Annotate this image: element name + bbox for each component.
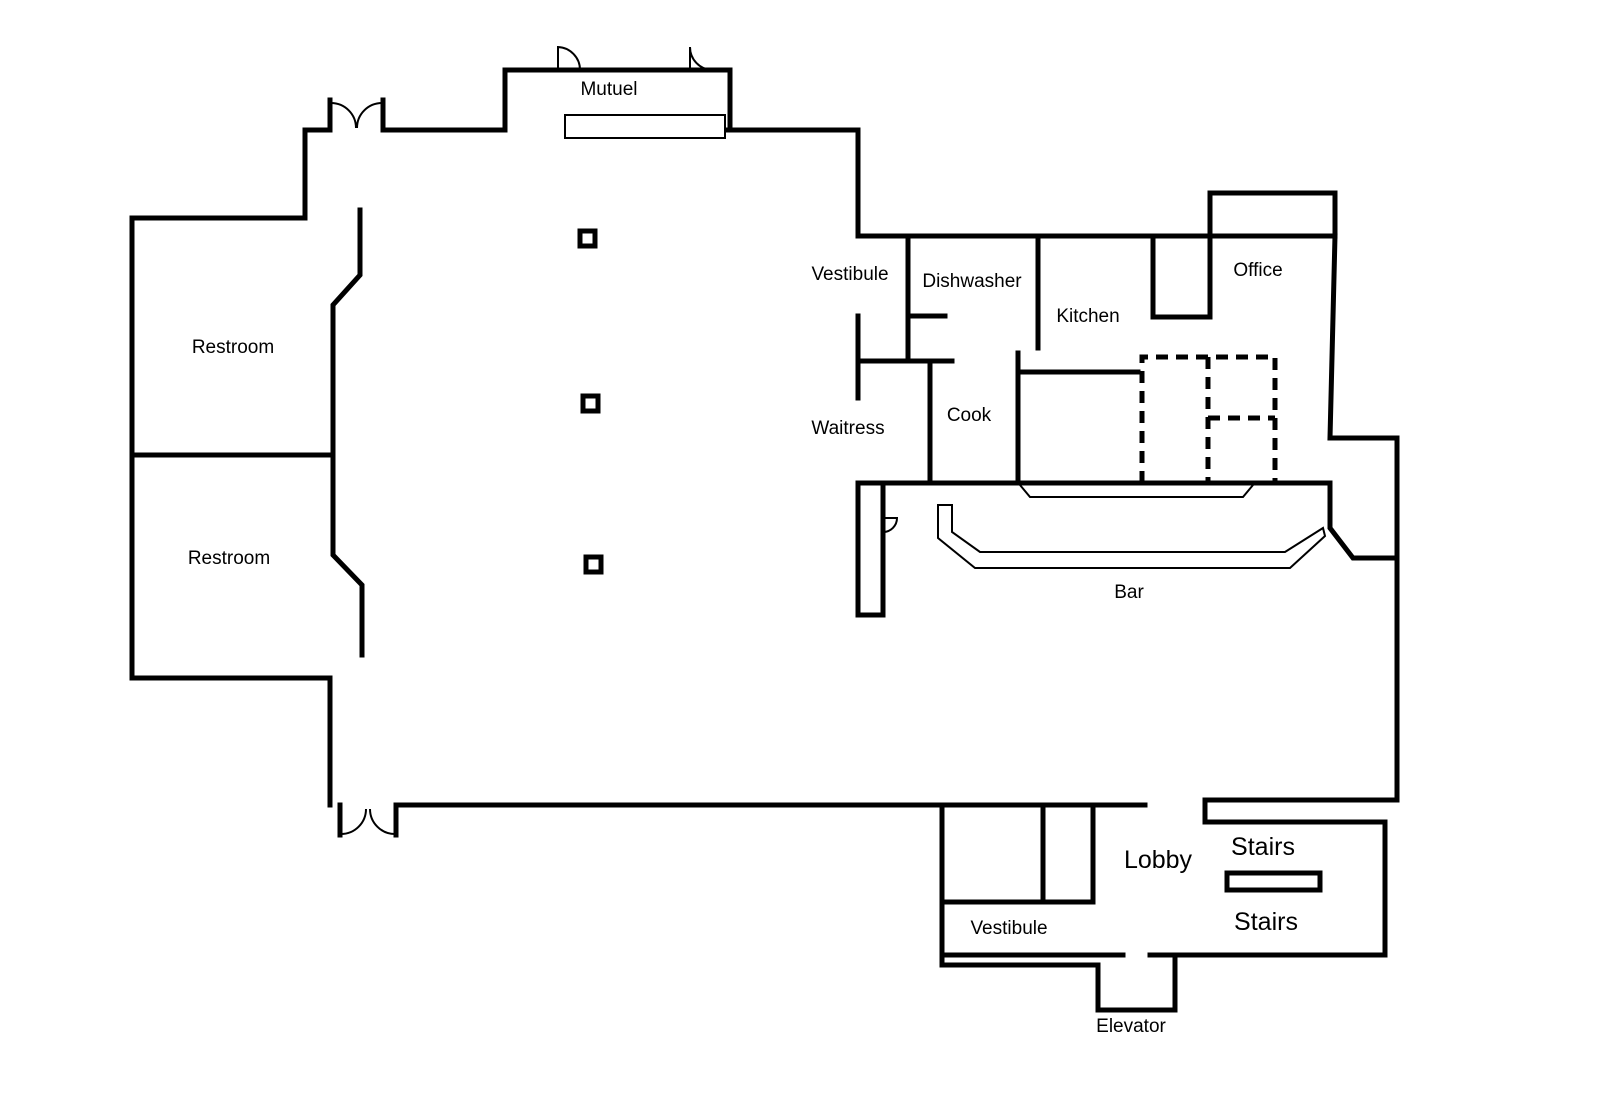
restroom-walls xyxy=(129,207,365,658)
label-vestibule-lower: Vestibule xyxy=(970,918,1047,939)
label-waitress: Waitress xyxy=(811,418,884,439)
label-lobby: Lobby xyxy=(1124,846,1193,874)
label-dishwasher: Dishwasher xyxy=(922,271,1022,292)
label-office: Office xyxy=(1233,260,1282,281)
column xyxy=(577,228,598,249)
double-door-top xyxy=(327,97,386,133)
label-cook: Cook xyxy=(947,405,992,426)
double-door-bottom xyxy=(337,802,399,838)
lobby-walls xyxy=(939,802,1323,905)
columns xyxy=(577,228,604,575)
room-labels: Mutuel Restroom Restroom Vestibule Dishw… xyxy=(188,79,1298,1037)
bar-counter xyxy=(937,480,1400,569)
column xyxy=(580,393,601,414)
label-elevator: Elevator xyxy=(1096,1016,1166,1037)
label-restroom-upper: Restroom xyxy=(192,337,274,358)
label-restroom-lower: Restroom xyxy=(188,548,270,569)
stair-divider xyxy=(1224,870,1323,893)
label-kitchen: Kitchen xyxy=(1056,306,1119,327)
label-mutuel: Mutuel xyxy=(580,79,637,100)
column xyxy=(583,554,604,575)
kitchen-equipment-dashed xyxy=(1139,354,1278,483)
label-bar: Bar xyxy=(1114,582,1144,603)
label-stairs-lower: Stairs xyxy=(1234,908,1298,936)
label-stairs-upper: Stairs xyxy=(1231,833,1295,861)
exterior-walls xyxy=(129,127,1400,1013)
mutuel-booth xyxy=(502,45,733,139)
label-vestibule-upper: Vestibule xyxy=(811,264,888,285)
kitchen-walls xyxy=(855,190,1333,618)
